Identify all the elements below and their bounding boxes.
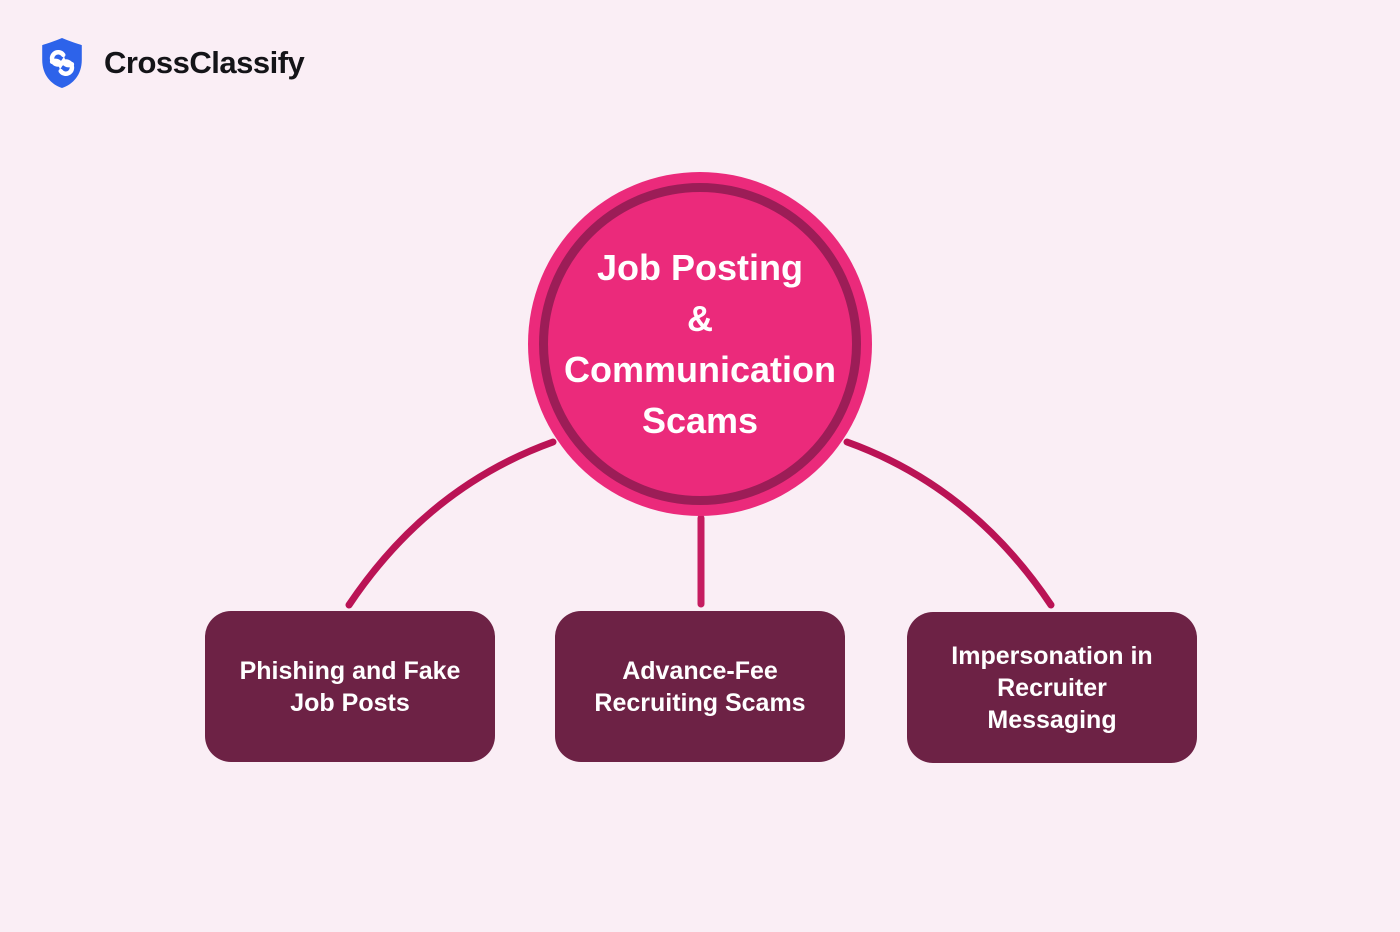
hub-line: & bbox=[686, 298, 713, 339]
node-label-line: Recruiter bbox=[997, 673, 1107, 702]
node-label-line: Phishing and Fake bbox=[239, 656, 461, 685]
hub-line: Communication bbox=[563, 349, 836, 390]
brand-name: CrossClassify bbox=[104, 45, 305, 80]
node-label-line: Impersonation in bbox=[951, 641, 1153, 670]
hub-line: Scams bbox=[641, 400, 759, 441]
node-label-line: Recruiting Scams bbox=[594, 688, 806, 717]
node-phishing-fake-job-posts: Phishing and Fake Job Posts bbox=[205, 611, 495, 762]
crossclassify-shield-logo-icon bbox=[37, 34, 87, 92]
hub-label: Job Posting & Communication Scams bbox=[564, 242, 836, 446]
hub-node: Job Posting & Communication Scams bbox=[528, 172, 872, 516]
brand-header: CrossClassify bbox=[37, 34, 305, 92]
hub-line: Job Posting bbox=[596, 247, 803, 288]
node-label-line: Job Posts bbox=[290, 688, 410, 717]
node-impersonation-recruiter-messaging: Impersonation in Recruiter Messaging bbox=[907, 612, 1197, 763]
node-advance-fee-recruiting-scams: Advance-Fee Recruiting Scams bbox=[555, 611, 845, 762]
node-label-line: Advance-Fee bbox=[622, 656, 778, 685]
connector-left bbox=[345, 438, 557, 609]
node-label-line: Messaging bbox=[987, 705, 1117, 734]
connector-right bbox=[843, 438, 1055, 609]
